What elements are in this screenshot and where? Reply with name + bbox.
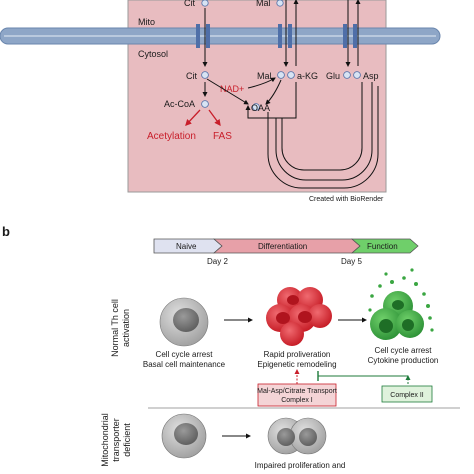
panel-b-label: b (2, 224, 10, 239)
day5-label: Day 5 (341, 257, 362, 266)
function-label: Function (367, 242, 398, 251)
box-red-line1: Mal-Asp/Citrate Transport (257, 388, 337, 395)
naive-label: Naive (176, 242, 197, 251)
effector-cells (370, 291, 424, 340)
cit-label: Cit (186, 71, 197, 81)
glu-asp-transporter (343, 24, 357, 48)
mal-label: Mal (257, 71, 272, 81)
timeline-function (350, 238, 419, 254)
svg-text:Mitochondrial: Mitochondrial (100, 413, 110, 467)
acetylation-label: Acetylation (147, 131, 196, 142)
fas-label: FAS (213, 131, 232, 142)
proliferating-cells (266, 287, 332, 346)
complex2-box (381, 385, 433, 403)
cell2-line2: Epigenetic remodeling (257, 360, 336, 369)
akg-label: a-KG (297, 71, 318, 81)
cell3-line2: Cytokine production (368, 356, 439, 365)
impaired-line1: Impaired proliferation and (255, 461, 346, 470)
panel-b: b Naive Differentiation Function Day 2 D… (2, 224, 460, 470)
cit-top-label: Cit (184, 0, 195, 8)
mal-top-label: Mal (256, 0, 271, 8)
malate-akg-transporter (278, 24, 292, 48)
cell3-line1: Cell cycle arrest (375, 346, 433, 355)
svg-text:deficient: deficient (122, 423, 132, 457)
oaa-label: OAA (251, 103, 270, 113)
naive-cell (159, 297, 209, 347)
accoa-label: Ac-CoA (164, 99, 195, 109)
timeline: Naive Differentiation Function Day 2 Day… (153, 238, 419, 266)
biorender-credit: Created with BioRender (309, 196, 384, 203)
day2-label: Day 2 (207, 257, 228, 266)
citrate-transporter (196, 24, 210, 48)
cytokine-dots (368, 268, 434, 332)
glu-label: Glu (326, 71, 340, 81)
box-green-label: Complex II (390, 392, 424, 399)
svg-text:transporter: transporter (111, 418, 121, 462)
mito-label: Mito (138, 17, 155, 27)
impaired-cells (267, 417, 327, 455)
panel-a: Mito Cytosol Cit Mal Cit Mal (0, 0, 441, 203)
svg-text:activation: activation (121, 309, 131, 347)
deficient-naive-cell (161, 413, 207, 459)
nad-label: NAD+ (220, 84, 244, 94)
transport-box (257, 383, 337, 407)
box-red-line2: Complex I (281, 397, 313, 404)
differentiation-label: Differentiation (258, 242, 307, 251)
cell2-line1: Rapid proliveration (264, 350, 331, 359)
svg-text:Normal Th cell: Normal Th cell (110, 299, 120, 357)
normal-row-label: Normal Th cell activation (110, 299, 131, 357)
asp-label: Asp (363, 71, 379, 81)
cell1-line2: Basal cell maintenance (143, 360, 226, 369)
deficient-row-label: Mitochondrial transporter deficient (100, 413, 132, 467)
cell1-line1: Cell cycle arrest (156, 350, 214, 359)
cytosol-label: Cytosol (138, 49, 168, 59)
